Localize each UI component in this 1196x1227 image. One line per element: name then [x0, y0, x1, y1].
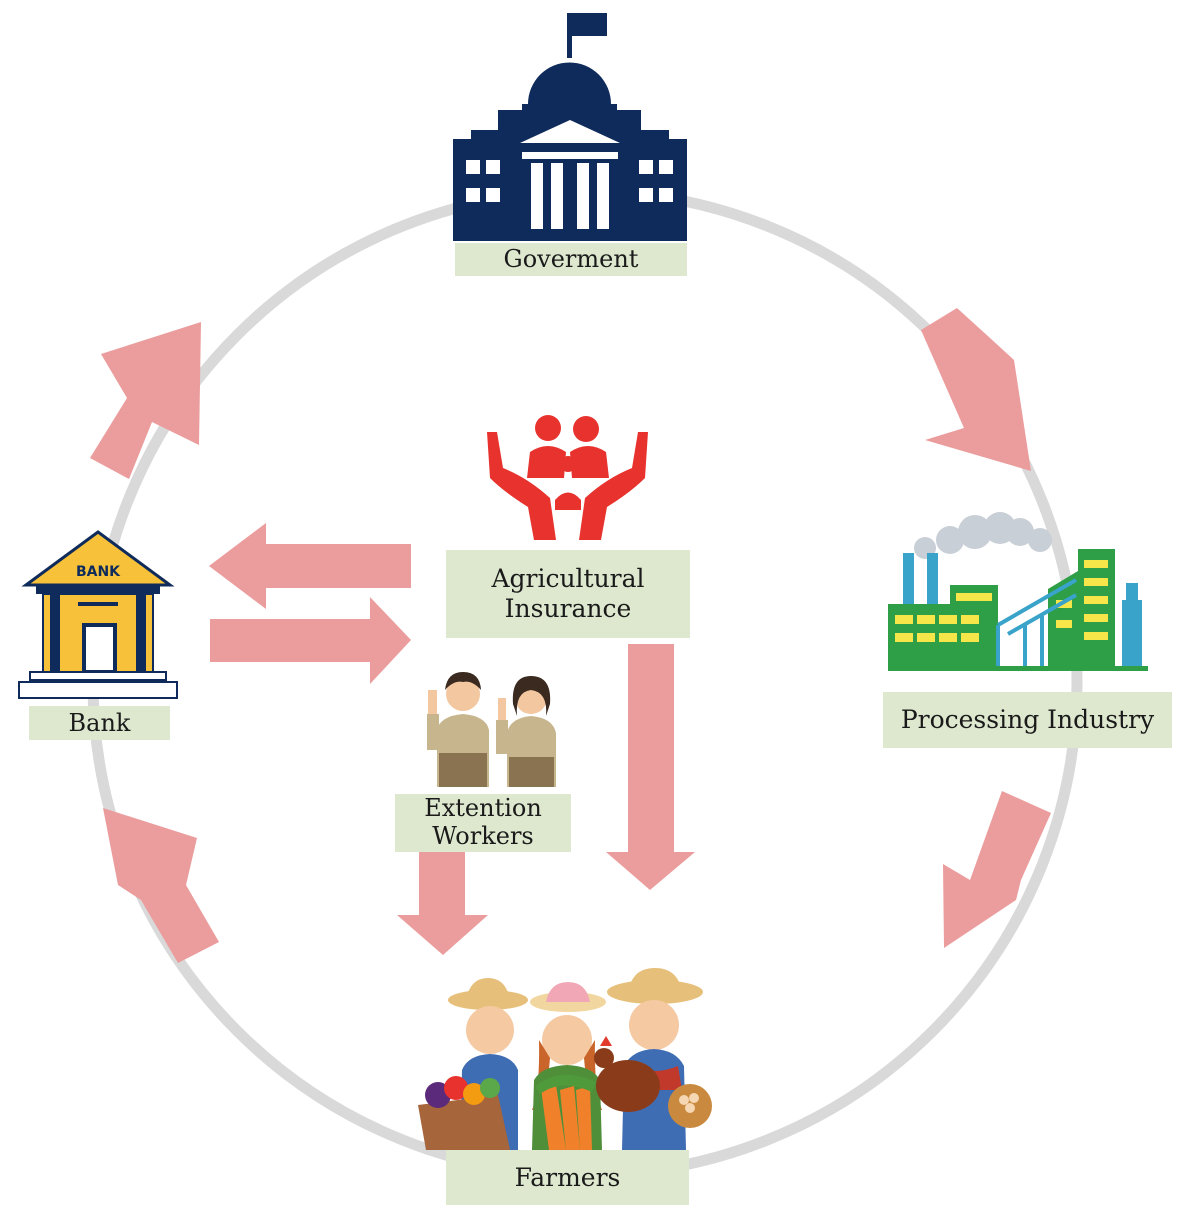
arrow-extension-to-farmers — [397, 852, 488, 955]
bank-sign: BANK — [76, 564, 121, 580]
government-label-text: Goverment — [503, 245, 639, 274]
arrow-insurance-to-farmers — [606, 644, 695, 890]
agricultural-insurance-label: Agricultural Insurance — [446, 550, 690, 638]
bank-building-icon: BANK — [18, 530, 178, 699]
protecting-hands-family-icon — [487, 415, 648, 540]
arrow-processing-to-farmers — [943, 791, 1051, 948]
arrow-gov-to-processing — [921, 308, 1031, 471]
processing-industry-label: Processing Industry — [883, 692, 1172, 748]
extension-workers-icon — [427, 672, 556, 787]
government-label: Goverment — [455, 243, 687, 276]
arrow-bank-to-gov — [90, 322, 201, 479]
extension-workers-label: Extention Workers — [395, 794, 571, 852]
arrow-insurance-to-bank — [209, 523, 411, 609]
government-building-icon — [453, 13, 687, 241]
bank-label: Bank — [29, 706, 170, 740]
arrow-bank-to-insurance — [210, 597, 411, 684]
cycle-arrows — [90, 308, 1051, 963]
farmers-icon — [418, 968, 712, 1150]
factory-icon — [888, 512, 1148, 671]
bank-label-text: Bank — [68, 708, 131, 737]
farmers-label: Farmers — [446, 1150, 689, 1205]
extension-workers-label-text: Extention Workers — [424, 794, 542, 850]
arrow-farmers-to-bank — [103, 808, 219, 963]
farmers-label-text: Farmers — [514, 1162, 621, 1192]
processing-industry-label-text: Processing Industry — [900, 705, 1155, 734]
agricultural-insurance-label-text: Agricultural Insurance — [491, 564, 645, 623]
inner-arrows — [209, 523, 695, 955]
